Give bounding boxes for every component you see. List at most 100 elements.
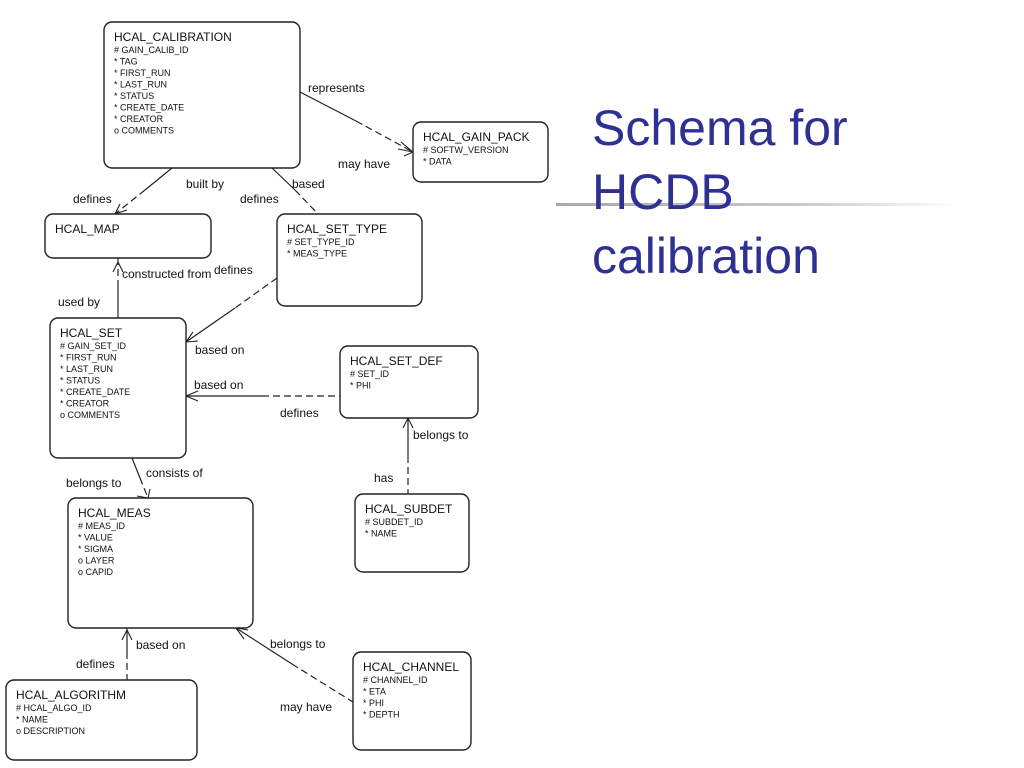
- title-line-2: HCDB: [592, 164, 734, 220]
- entity-box: [339, 345, 479, 419]
- entity-attribute: # SOFTW_VERSION: [423, 145, 509, 155]
- entity-attribute: * VALUE: [78, 533, 113, 543]
- label-belongs-to-channel: belongs to: [270, 637, 326, 651]
- entity-box: [49, 317, 187, 459]
- entity-attribute: * DATA: [423, 157, 452, 167]
- entity-attribute: * CREATOR: [60, 399, 110, 409]
- title-line-1: Schema for: [592, 100, 848, 156]
- label-consists-of: consists of: [146, 466, 203, 480]
- crow-foot-meas-bottom: [121, 628, 133, 641]
- label-based-on-algorithm: based on: [136, 638, 185, 652]
- entity-attribute: * MEAS_TYPE: [287, 249, 347, 259]
- entity-attribute: * CREATE_DATE: [60, 387, 130, 397]
- label-belongs-to-subdet: belongs to: [413, 428, 469, 442]
- line-calibration-gain-pack: [299, 91, 357, 122]
- entity-box: [5, 679, 198, 761]
- entity-attribute: * STATUS: [114, 91, 154, 101]
- entity-attribute: # GAIN_SET_ID: [60, 341, 127, 351]
- entity-attribute: # HCAL_ALGO_ID: [16, 703, 92, 713]
- label-based-on-set-type: based on: [195, 343, 244, 357]
- label-constructed-from: constructed from: [122, 267, 211, 281]
- entity-attribute: o COMMENTS: [60, 410, 120, 420]
- entity-attribute: * CREATOR: [114, 114, 164, 124]
- entity-box: [352, 651, 472, 751]
- label-represents: represents: [308, 81, 365, 95]
- label-defines-map: defines: [73, 192, 112, 206]
- entity-box: [412, 121, 549, 183]
- entity-attribute: # SUBDET_ID: [365, 517, 424, 527]
- slide-title: Schema for HCDB calibration: [592, 96, 1012, 288]
- entity-name: HCAL_MEAS: [78, 506, 151, 520]
- line-set-meas-dashed: [139, 477, 149, 499]
- entity-attribute: * FIRST_RUN: [60, 353, 117, 363]
- line-meas-channel-dashed: [291, 663, 354, 703]
- entity-meas[interactable]: HCAL_MEAS# MEAS_ID * VALUE* SIGMA o LAYERo…: [67, 497, 254, 629]
- entity-set[interactable]: HCAL_SET# GAIN_SET_ID * FIRST_RUN* LAST_R…: [49, 317, 187, 459]
- entity-name: HCAL_CALIBRATION: [114, 30, 232, 44]
- entity-box: [67, 497, 254, 629]
- entity-attribute: o CAPID: [78, 567, 114, 577]
- line-set-meas: [131, 457, 141, 479]
- entity-set-type[interactable]: HCAL_SET_TYPE# SET_TYPE_ID * MEAS_TYPE: [276, 213, 423, 307]
- label-built-by: built by: [186, 177, 224, 191]
- label-may-have-gain-pack: may have: [338, 157, 390, 171]
- entity-map[interactable]: HCAL_MAP: [44, 213, 212, 259]
- entity-attribute: o LAYER: [78, 556, 115, 566]
- entity-name: HCAL_CHANNEL: [363, 660, 459, 674]
- label-defines-set-def: defines: [280, 406, 319, 420]
- entity-box: [354, 493, 470, 573]
- entity-attribute: o DESCRIPTION: [16, 726, 85, 736]
- title-line-3: calibration: [592, 228, 820, 284]
- entity-attribute: * TAG: [114, 57, 138, 67]
- entity-attribute: # GAIN_CALIB_ID: [114, 45, 189, 55]
- entity-attribute: # SET_TYPE_ID: [287, 237, 355, 247]
- entity-attribute: * NAME: [16, 715, 48, 725]
- label-defines-algorithm: defines: [76, 657, 115, 671]
- entity-attribute: * PHI: [350, 381, 371, 391]
- label-based-on-set-def: based on: [194, 378, 243, 392]
- entity-attribute: # SET_ID: [350, 369, 390, 379]
- entity-attribute: * STATUS: [60, 376, 100, 386]
- entity-set-def[interactable]: HCAL_SET_DEF# SET_ID * PHI: [339, 345, 479, 419]
- entity-attribute: * DEPTH: [363, 710, 400, 720]
- entity-attribute: * LAST_RUN: [114, 80, 167, 90]
- entity-name: HCAL_SET_TYPE: [287, 222, 387, 236]
- entity-attribute: # CHANNEL_ID: [363, 675, 428, 685]
- entity-attribute: * ETA: [363, 687, 386, 697]
- entity-box: [44, 213, 212, 259]
- entity-subdet[interactable]: HCAL_SUBDET# SUBDET_ID * NAME: [354, 493, 470, 573]
- label-used-by: used by: [58, 295, 100, 309]
- entity-channel[interactable]: HCAL_CHANNEL# CHANNEL_ID * ETA* PHI * DEPT…: [352, 651, 472, 751]
- line-meas-channel: [235, 627, 293, 665]
- entity-name: HCAL_GAIN_PACK: [423, 130, 529, 144]
- entity-gain-pack[interactable]: HCAL_GAIN_PACK# SOFTW_VERSION * DATA: [412, 121, 549, 183]
- entity-calibration[interactable]: HCAL_CALIBRATION# GAIN_CALIB_ID* TAG* FI…: [103, 21, 301, 169]
- entity-name: HCAL_MAP: [55, 222, 120, 236]
- crow-foot-set-right: [185, 331, 199, 343]
- line-calibration-map-dashed: [114, 189, 146, 215]
- relationship-lines: [112, 91, 414, 703]
- line-calibration-gain-pack-dashed: [355, 120, 414, 153]
- label-has: has: [374, 471, 393, 485]
- label-may-have-channel: may have: [280, 700, 332, 714]
- entity-attribute: # MEAS_ID: [78, 521, 126, 531]
- label-defines-set: defines: [214, 263, 253, 277]
- entity-name: HCAL_SET: [60, 326, 123, 340]
- relationship-labels: represents may have built by defines bas…: [58, 81, 469, 714]
- entity-name: HCAL_SUBDET: [365, 502, 453, 516]
- line-set-type-set: [185, 307, 236, 343]
- crow-foot-meas-right: [235, 627, 249, 640]
- entity-attribute: * SIGMA: [78, 544, 113, 554]
- line-calibration-set-type: [271, 167, 296, 191]
- entity-box: [276, 213, 423, 307]
- line-set-type-set-dashed: [234, 277, 278, 309]
- entity-attribute: * PHI: [363, 698, 384, 708]
- crow-foot-meas-top: [136, 488, 151, 499]
- line-calibration-map: [144, 167, 173, 191]
- entity-attribute: * NAME: [365, 529, 397, 539]
- crow-foot-gain-pack: [397, 141, 414, 157]
- entity-name: HCAL_SET_DEF: [350, 354, 443, 368]
- entity-attribute: * LAST_RUN: [60, 364, 113, 374]
